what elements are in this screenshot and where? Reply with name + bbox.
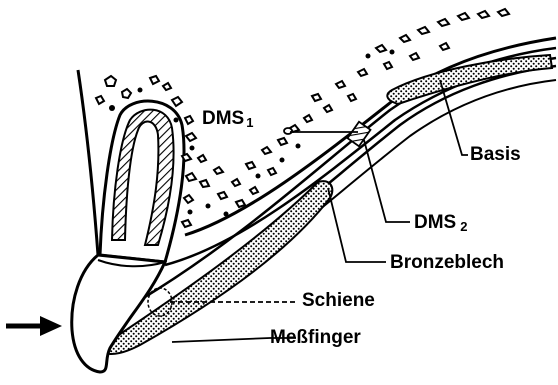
label-bronzeblech: Bronzeblech <box>390 252 504 273</box>
dms1-marker <box>284 128 292 134</box>
bronzeblech-leader <box>328 188 386 262</box>
label-schiene: Schiene <box>302 290 375 311</box>
basis-block <box>387 55 552 104</box>
label-messfinger: Meßfinger <box>270 327 361 348</box>
label-basis: Basis <box>470 144 521 165</box>
force-arrow-icon <box>6 316 62 336</box>
basis-leader <box>440 80 468 155</box>
dms2-leader <box>364 140 410 222</box>
